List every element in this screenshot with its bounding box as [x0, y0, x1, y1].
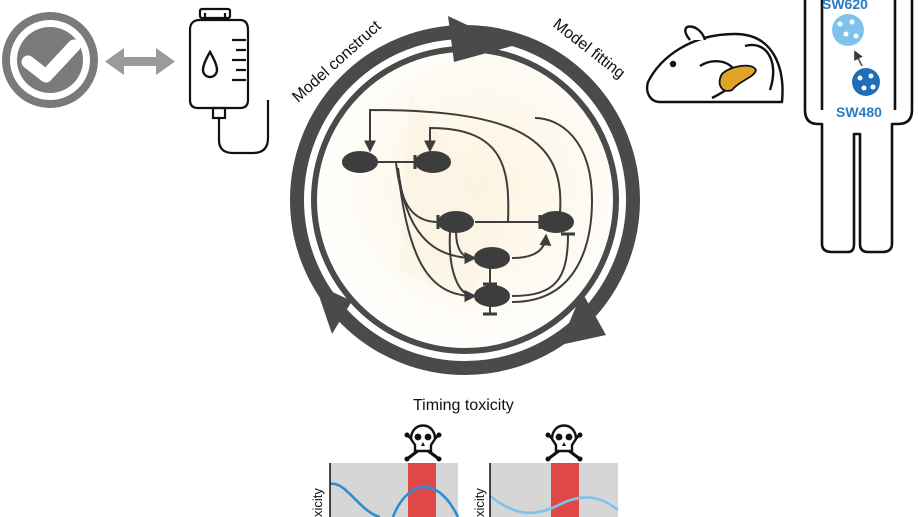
toxicity-panel-right: xicity	[472, 463, 619, 517]
tumor-icon-sw480	[852, 68, 880, 96]
label-sw620: SW620	[822, 0, 868, 12]
toxicity-panel-left: xicity	[310, 463, 460, 517]
ring-arrow-right	[560, 292, 606, 345]
ring-arrow-top	[448, 16, 512, 62]
human-body-icon	[803, 0, 914, 254]
double-arrow-icon	[105, 48, 175, 75]
network-node-4	[538, 211, 574, 233]
label-sw480: SW480	[836, 104, 882, 120]
label-timing-toxicity: Timing toxicity	[413, 397, 514, 414]
liver-icon	[718, 64, 757, 92]
ring-arrow-left	[315, 284, 352, 334]
network-node-6	[474, 285, 510, 307]
network-node-2	[415, 151, 451, 173]
tumor-icon-sw620	[832, 14, 864, 46]
skull-crossbones-icon	[404, 424, 442, 462]
skull-crossbones-icon	[545, 424, 583, 462]
clock-icon	[2, 12, 98, 108]
label-model-fitting: Model fitting	[550, 16, 628, 83]
regulatory-network	[342, 108, 594, 316]
network-node-3	[438, 211, 474, 233]
metastasis-arrow	[854, 50, 863, 67]
network-node-1	[342, 151, 378, 173]
axis-label-toxicity-right: xicity	[472, 488, 487, 517]
cycle-ring	[290, 16, 640, 375]
network-node-5	[474, 247, 510, 269]
iv-bag-icon	[188, 7, 270, 155]
axis-label-toxicity-left: xicity	[310, 488, 325, 517]
mouse-icon	[646, 25, 784, 104]
